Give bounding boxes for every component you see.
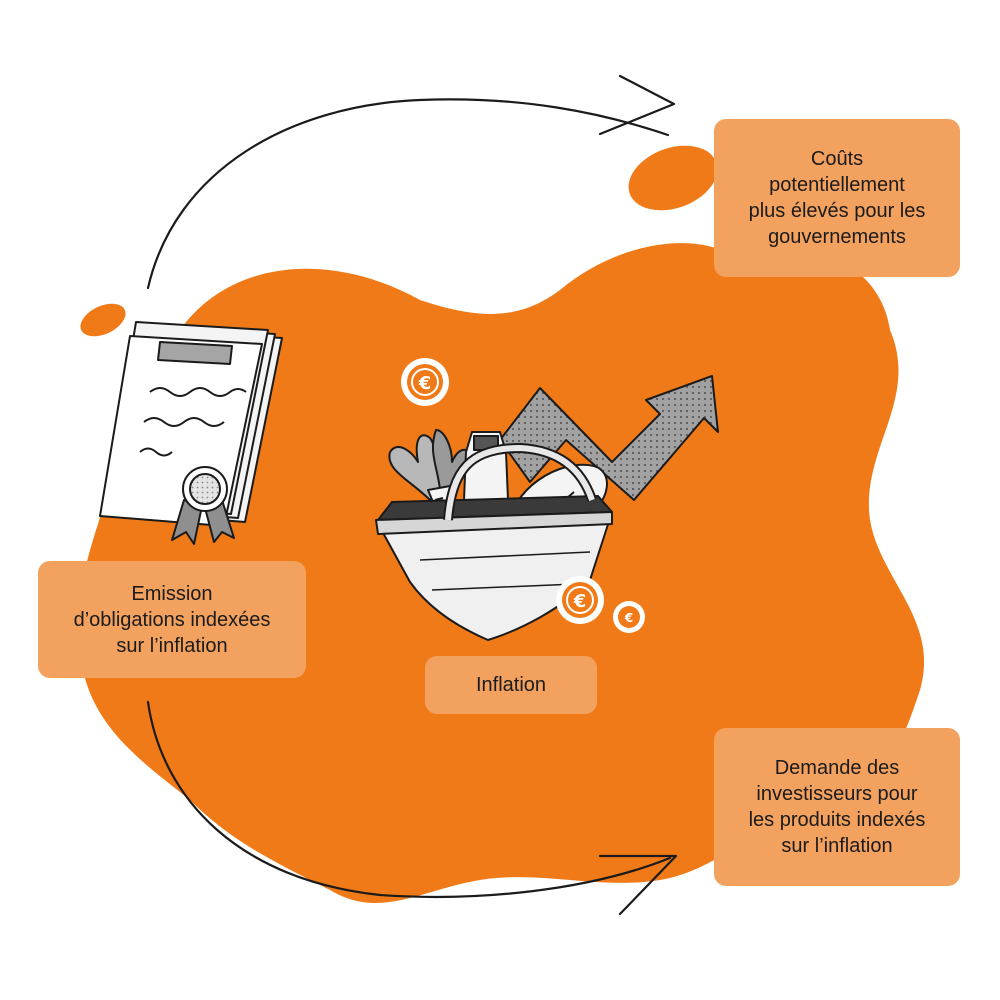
node-investor-demand-line: sur l’inflation (749, 833, 926, 859)
node-government-costs-line: potentiellement (749, 172, 926, 198)
node-government-costs-label: Coûts potentiellement plus élevés pour l… (749, 146, 926, 250)
node-bond-issuance-line: sur l’inflation (74, 633, 271, 659)
node-government-costs-line: plus élevés pour les (749, 198, 926, 224)
node-investor-demand-line: investisseurs pour (749, 781, 926, 807)
svg-text:€: € (573, 591, 587, 612)
blob-splash-large (620, 134, 727, 222)
arrow-to-costs (148, 99, 668, 288)
node-government-costs-line: Coûts (749, 146, 926, 172)
euro-coin-icon-2: € (556, 576, 604, 624)
blob-splash-small (75, 297, 130, 343)
node-investor-demand-line: les produits indexés (749, 807, 926, 833)
node-inflation: Inflation (425, 656, 597, 714)
node-inflation-label: Inflation (476, 672, 546, 698)
node-government-costs: Coûts potentiellement plus élevés pour l… (714, 119, 960, 277)
svg-text:€: € (624, 611, 633, 625)
svg-text:€: € (418, 373, 432, 394)
node-bond-issuance-label: Emission d’obligations indexées sur l’in… (74, 581, 271, 659)
node-bond-issuance-line: Emission (74, 581, 271, 607)
euro-coin-icon: € (401, 358, 449, 406)
node-investor-demand-line: Demande des (749, 755, 926, 781)
node-bond-issuance: Emission d’obligations indexées sur l’in… (38, 561, 306, 678)
node-bond-issuance-line: d’obligations indexées (74, 607, 271, 633)
node-investor-demand: Demande des investisseurs pour les produ… (714, 728, 960, 886)
node-investor-demand-label: Demande des investisseurs pour les produ… (749, 755, 926, 859)
node-government-costs-line: gouvernements (749, 224, 926, 250)
euro-coin-icon-3: € (613, 601, 645, 633)
